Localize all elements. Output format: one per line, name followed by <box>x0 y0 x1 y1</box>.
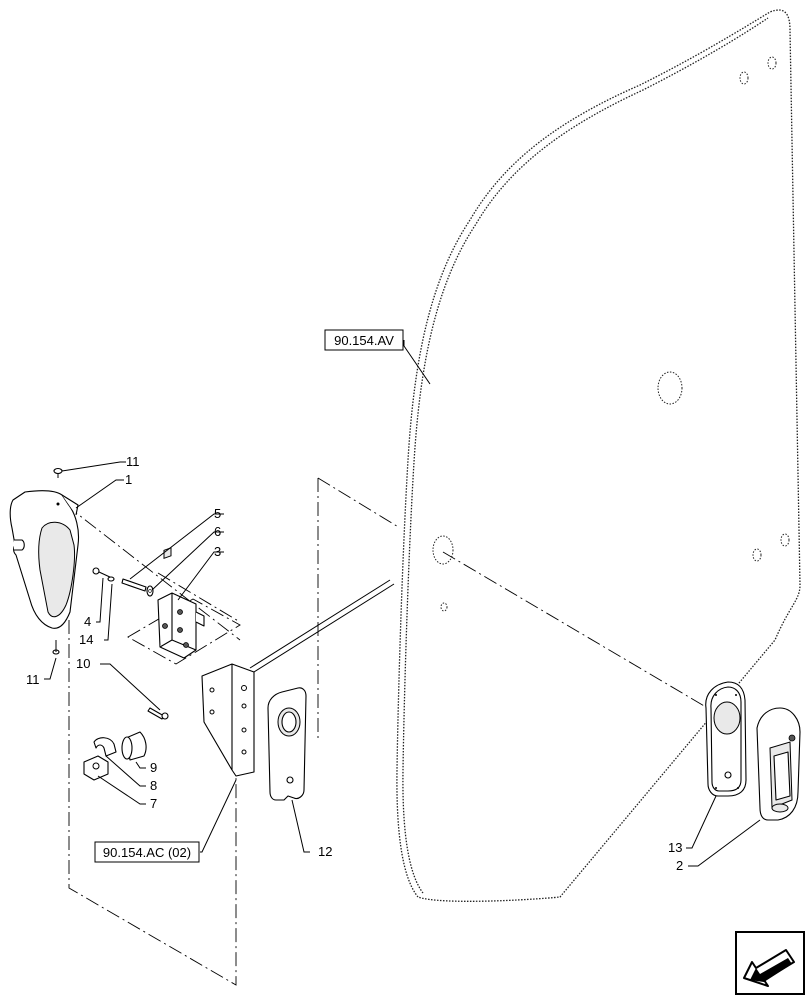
callout-2: 2 <box>676 858 683 873</box>
latch-mechanism-part <box>157 547 205 659</box>
washer-14 <box>107 576 115 582</box>
bolt-4 <box>92 567 113 579</box>
gasket-plate-12 <box>267 687 307 801</box>
clip-8 <box>93 737 117 757</box>
callout-7: 7 <box>150 796 157 811</box>
glass-hole <box>440 602 448 612</box>
ref-box-frame[interactable]: 90.154.AC (02) <box>94 841 200 863</box>
glass-hole <box>780 533 790 547</box>
ref-glass-label: 90.154.AV <box>334 333 394 348</box>
frame-bracket <box>201 663 255 777</box>
screw-top <box>53 467 63 478</box>
gasket-13 <box>705 681 747 797</box>
callout-13: 13 <box>668 840 682 855</box>
door-glass-panel <box>396 9 801 902</box>
washer-6 <box>146 585 154 597</box>
glass-hole <box>432 535 454 565</box>
pin-5 <box>121 578 147 592</box>
plate-7 <box>83 755 109 781</box>
outer-handle-2 <box>756 707 801 821</box>
glass-hole <box>739 71 749 85</box>
callout-1: 1 <box>125 472 132 487</box>
callout-11-top: 11 <box>126 454 140 469</box>
callout-5: 5 <box>214 506 221 521</box>
bushing-9 <box>121 731 147 761</box>
glass-hole <box>752 548 762 562</box>
callout-12: 12 <box>318 844 332 859</box>
callout-9: 9 <box>150 760 157 775</box>
screw-bottom <box>52 640 60 655</box>
ref-frame-label: 90.154.AC (02) <box>103 845 191 860</box>
callout-8: 8 <box>150 778 157 793</box>
callout-6: 6 <box>214 524 221 539</box>
callout-10: 10 <box>76 656 90 671</box>
glass-hole <box>657 371 683 405</box>
callout-3: 3 <box>214 544 221 559</box>
ref-box-glass[interactable]: 90.154.AV <box>324 329 404 351</box>
screw-10 <box>147 707 169 720</box>
arrow-down-left-icon <box>743 949 795 987</box>
leader-lines <box>44 340 761 867</box>
callout-4: 4 <box>84 614 91 629</box>
handle-cover-part <box>9 490 80 629</box>
glass-hole <box>767 56 777 70</box>
navigation-arrow-button[interactable] <box>735 931 805 995</box>
callout-11-bottom: 11 <box>26 672 40 687</box>
callout-labels: 11 1 5 6 3 4 14 10 11 9 8 7 12 13 2 <box>26 454 683 873</box>
callout-14: 14 <box>79 632 93 647</box>
